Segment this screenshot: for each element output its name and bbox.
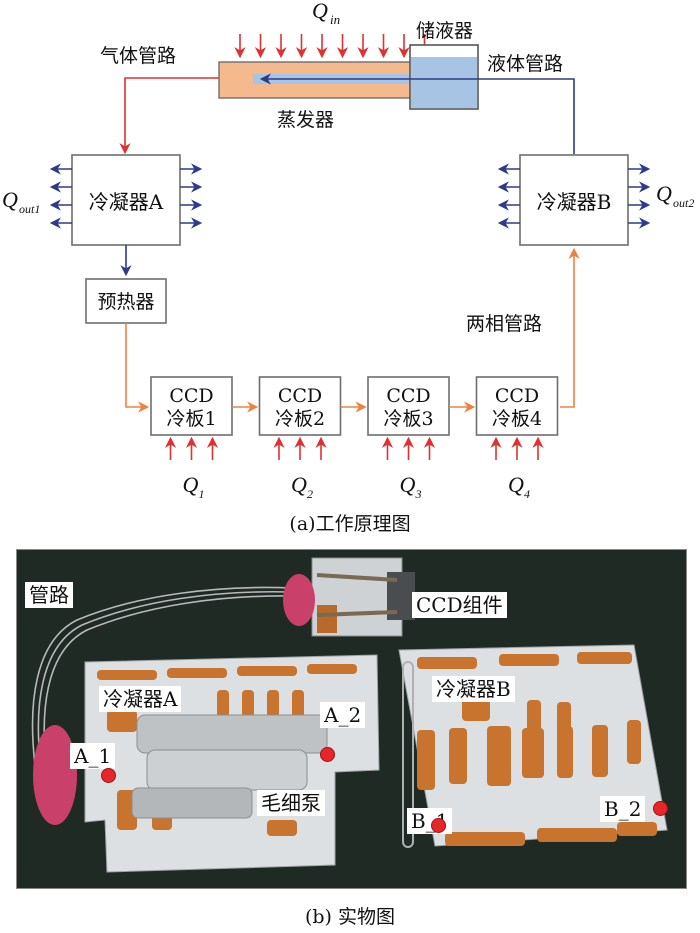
heater-film bbox=[592, 725, 608, 777]
point-b2-label: B_2 bbox=[600, 796, 646, 822]
svg-text:out1: out1 bbox=[19, 202, 40, 216]
condenser-b-heat-out-label: Q out2 bbox=[656, 181, 694, 210]
heat-load-label: Q bbox=[508, 472, 524, 497]
heat-load-subscript: 3 bbox=[415, 487, 422, 501]
point-a2-label: A_2 bbox=[320, 702, 366, 728]
pouch-top bbox=[283, 574, 315, 626]
heater-film bbox=[617, 822, 657, 836]
measure-point-b1 bbox=[431, 818, 446, 833]
point-b1-label: B_1 bbox=[407, 808, 453, 834]
cold-plate-line1: CCD bbox=[386, 385, 430, 407]
condenser-a-heat-arrows bbox=[49, 163, 203, 229]
heat-load-label: Q bbox=[291, 472, 307, 497]
cold-plate-line2: 冷板2 bbox=[275, 408, 325, 430]
ccd-assembly bbox=[311, 557, 415, 637]
gas-line bbox=[119, 77, 219, 155]
svg-text:Q: Q bbox=[312, 0, 328, 23]
cold-plate-line1: CCD bbox=[278, 385, 322, 407]
heater-film bbox=[577, 652, 632, 664]
working-principle-diagram: Q in 储液器 蒸发器 气体管路 液体管路 冷凝器A Q out1 预热器 C… bbox=[2, 0, 694, 501]
heater-film bbox=[449, 728, 467, 784]
heater-film bbox=[417, 730, 435, 790]
heater-film bbox=[417, 657, 477, 669]
cold-plate-line2: 冷板4 bbox=[492, 408, 542, 430]
reservoir bbox=[409, 44, 479, 110]
heat-load-label: Q bbox=[183, 472, 199, 497]
two-phase-line bbox=[560, 247, 580, 408]
heat-input-arrows bbox=[234, 34, 431, 59]
capillary-pump bbox=[131, 714, 328, 819]
hardware-photo: 管路 CCD组件 冷凝器A 冷凝器B 毛细泵 A_1 A_2 B_1 B_2 bbox=[16, 549, 687, 889]
measure-point-a1 bbox=[101, 768, 116, 783]
liquid-line-label: 液体管路 bbox=[487, 53, 563, 75]
preheater-to-plate1-line bbox=[125, 323, 150, 413]
two-phase-line-label: 两相管路 bbox=[466, 313, 542, 335]
heat-input-label: Q in bbox=[312, 0, 340, 27]
reservoir-label: 储液器 bbox=[416, 20, 473, 42]
heater-film bbox=[97, 670, 157, 680]
heater-film bbox=[527, 700, 541, 736]
ccd-assembly-label: CCD组件 bbox=[412, 592, 507, 618]
heater-film bbox=[499, 654, 559, 666]
heater-film bbox=[307, 664, 357, 674]
heat-load-subscript: 2 bbox=[307, 487, 313, 501]
gas-line-label: 气体管路 bbox=[100, 45, 176, 67]
cold-plate-line1: CCD bbox=[495, 385, 539, 407]
pipeline-cables bbox=[31, 586, 293, 785]
heater-film bbox=[522, 728, 544, 778]
heater-film bbox=[237, 666, 297, 676]
heater-film bbox=[242, 690, 254, 718]
heater-film bbox=[217, 690, 229, 718]
heater-film bbox=[107, 710, 137, 732]
heat-load-subscript: 1 bbox=[199, 487, 205, 501]
condenser-b-label: 冷凝器B bbox=[537, 190, 612, 214]
heater-film bbox=[537, 828, 617, 842]
pipeline-label: 管路 bbox=[25, 582, 73, 608]
svg-text:Q: Q bbox=[2, 187, 18, 212]
cold-plate-line1: CCD bbox=[169, 385, 213, 407]
liquid-line bbox=[259, 73, 575, 154]
measure-point-a2 bbox=[320, 747, 335, 762]
capillary-pump-label: 毛细泵 bbox=[257, 790, 325, 816]
connecting-loop-pipe bbox=[402, 661, 414, 848]
panel-a-caption: (a)工作原理图 bbox=[289, 513, 411, 535]
condenser-a-heat-out-label: Q out1 bbox=[2, 187, 40, 216]
condenser-a-label: 冷凝器A bbox=[89, 190, 164, 214]
heater-film bbox=[292, 690, 304, 718]
heat-load-subscript: 4 bbox=[524, 487, 530, 501]
heater-film bbox=[267, 690, 279, 718]
evaporator-label: 蒸发器 bbox=[277, 109, 334, 131]
heat-load-label: Q bbox=[400, 472, 416, 497]
condenser-a-photo-label: 冷凝器A bbox=[99, 686, 182, 712]
condenser-b-photo-label: 冷凝器B bbox=[432, 676, 515, 702]
heater-film bbox=[267, 820, 297, 836]
svg-text:out2: out2 bbox=[673, 196, 694, 210]
condenser-a bbox=[71, 154, 181, 246]
condenser-b-heat-arrows bbox=[497, 163, 651, 229]
cold-plate-line2: 冷板1 bbox=[166, 408, 216, 430]
point-a1-label: A_1 bbox=[70, 743, 116, 769]
heater-film bbox=[167, 668, 227, 678]
panel-b-caption: (b) 实物图 bbox=[304, 906, 396, 928]
preheater-label: 预热器 bbox=[97, 291, 154, 313]
svg-text:in: in bbox=[330, 12, 340, 27]
evaporator bbox=[218, 61, 416, 99]
cold-plate-line2: 冷板3 bbox=[383, 408, 433, 430]
preheater bbox=[85, 278, 167, 324]
svg-text:Q: Q bbox=[656, 181, 672, 206]
heater-film bbox=[627, 720, 641, 764]
measure-point-b2 bbox=[653, 801, 668, 816]
pouch-left bbox=[33, 725, 77, 825]
heater-film bbox=[445, 832, 525, 846]
heater-film bbox=[487, 726, 511, 786]
condenser-b bbox=[519, 154, 629, 246]
heater-film bbox=[557, 726, 573, 778]
